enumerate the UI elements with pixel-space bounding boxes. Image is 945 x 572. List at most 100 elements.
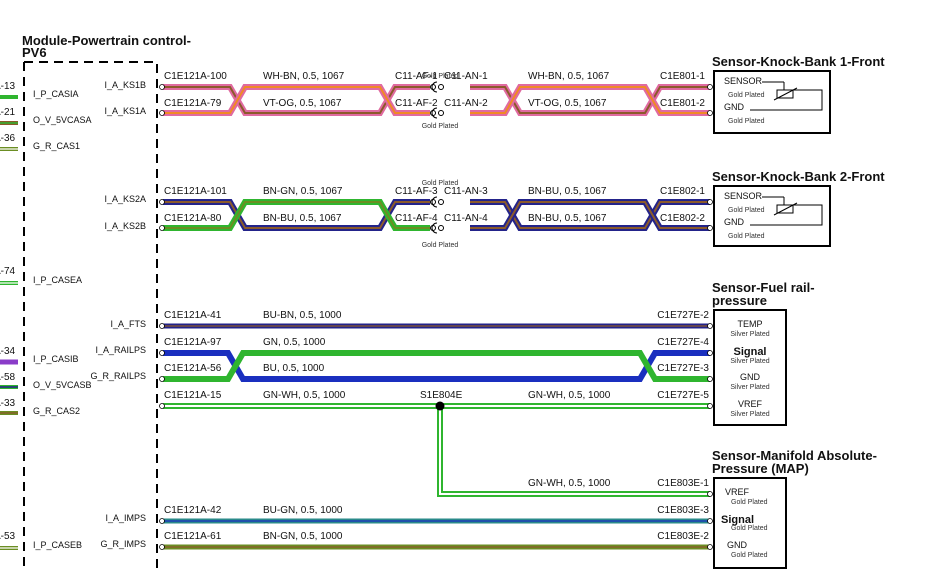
wire-to-label: C1E803E-1 — [657, 478, 709, 489]
module-pin-label: I_P_CASIB — [33, 354, 79, 364]
sensor-pin-plating: Gold Plated — [731, 552, 768, 559]
signal-pin-label: I_A_IMPS — [105, 513, 146, 523]
pin-end — [707, 544, 713, 550]
pin-end — [707, 199, 713, 205]
signal-pin-label: I_A_KS2A — [104, 194, 146, 204]
sensor-pin-name: GND — [740, 372, 761, 382]
connector-pin — [438, 199, 444, 205]
sensor-pin-name: GND — [724, 217, 745, 227]
pin-end — [159, 110, 165, 116]
pin-end — [707, 323, 713, 329]
pin-code: A-53 — [0, 531, 16, 542]
wire-spec-label: BU, 0.5, 1000 — [263, 363, 325, 374]
sensor-pin-name: SENSOR — [724, 191, 763, 201]
connector-socket — [431, 222, 438, 234]
sensor-knock-bank1: Sensor-Knock-Bank 1-Front SENSOR Gold Pl… — [712, 54, 885, 134]
wire-to-label: C1E801-1 — [660, 71, 705, 82]
wire-mid-right: C11-AN-3 — [444, 186, 488, 197]
module-pin-label: I_P_CASEB — [33, 540, 82, 550]
wire-from-label: C1E121A-100 — [164, 71, 227, 82]
pin-code: A-34 — [0, 346, 16, 357]
sensor-pin-plating: Gold Plated — [728, 233, 765, 240]
pin-end — [159, 323, 165, 329]
knock-bank2-wires — [163, 199, 710, 231]
wire-from-label: C1E121A-42 — [164, 505, 222, 516]
sensor-title-line2: Pressure (MAP) — [712, 461, 809, 476]
wire-to-label: C1E803E-3 — [657, 505, 709, 516]
wire-spec-label: VT-OG, 0.5, 1067 — [263, 98, 342, 109]
wire-mid-left: C11-AF-2 — [395, 98, 438, 109]
left-stubs: A-13 A-21 A-36 A-74 A-34 A-58 A-33 A-53 … — [0, 81, 92, 550]
pin-end — [707, 518, 713, 524]
sensor-pin-name: VREF — [725, 487, 750, 497]
wire-bn-gn-stripe — [163, 201, 710, 229]
wire-to-label: C1E803E-2 — [657, 531, 709, 542]
signal-pin-label: G_R_IMPS — [100, 539, 146, 549]
wire-from-label: C1E121A-97 — [164, 337, 222, 348]
plating-label: Gold Plated — [422, 180, 459, 187]
sensor-box — [713, 477, 787, 569]
pin-end — [159, 199, 165, 205]
wire-to-label: C1E727E-5 — [657, 390, 709, 401]
wire-bu — [163, 350, 710, 382]
knock-bank1-wires — [163, 84, 710, 116]
wire-to-label: C1E727E-2 — [657, 310, 709, 321]
sensor-pin-name: SENSOR — [724, 76, 763, 86]
sensor-pin-plating: Silver Plated — [730, 411, 769, 418]
sensor-pin-name: TEMP — [737, 319, 762, 329]
wire-spec-label: GN, 0.5, 1000 — [263, 337, 326, 348]
wire-to-label: C1E802-2 — [660, 213, 705, 224]
module-pin-label: O_V_5VCASB — [33, 380, 92, 390]
wire-gn-wh-branch-stripe — [439, 406, 710, 495]
module-border — [23, 61, 158, 572]
signal-pin-label: I_A_FTS — [110, 319, 146, 329]
wire-gn — [163, 350, 710, 382]
connector-pin — [438, 84, 444, 90]
wire-to-label: C1E727E-3 — [657, 363, 709, 374]
pin-end — [707, 491, 713, 497]
knock-sensor-symbol — [750, 81, 823, 111]
sensor-pin-name: Signal — [721, 514, 754, 526]
pin-end — [159, 544, 165, 550]
pin-end — [707, 403, 713, 409]
wire-labels: C1E121A-100 WH-BN, 0.5, 1067 C11-AF-1 C1… — [164, 71, 709, 542]
wire-from-label: C1E121A-101 — [164, 186, 227, 197]
signal-pin-labels: I_A_KS1B I_A_KS1A I_A_KS2A I_A_KS2B I_A_… — [90, 80, 146, 549]
wire-spec-label: GN-WH, 0.5, 1000 — [528, 390, 611, 401]
connector-pin — [438, 110, 444, 116]
sensor-title-line2: pressure — [712, 293, 767, 308]
pin-end — [159, 350, 165, 356]
wire-spec-label: BN-GN, 0.5, 1067 — [263, 186, 343, 197]
sensor-pin-plating: Gold Plated — [728, 118, 765, 125]
wire-mid-left: C11-AF-1 — [395, 71, 438, 82]
sensor-box — [713, 185, 831, 247]
wire-mid-right: C11-AN-4 — [444, 213, 488, 224]
sensor-title-line1: Sensor-Manifold Absolute- — [712, 448, 877, 463]
module-pin-label: I_P_CASIA — [33, 89, 79, 99]
pin-code: A-21 — [0, 107, 16, 118]
wire-spec-label: BN-BU, 0.5, 1067 — [528, 213, 607, 224]
wire-vt-og-stripe — [163, 86, 710, 114]
wire-spec-label: BN-BU, 0.5, 1067 — [263, 213, 342, 224]
pin-end — [707, 376, 713, 382]
wire-spec-label: WH-BN, 0.5, 1067 — [528, 71, 610, 82]
plating-label: Gold Plated — [422, 123, 459, 130]
pin-code: A-36 — [0, 133, 16, 144]
wire-spec-label: BU-GN, 0.5, 1000 — [263, 505, 343, 516]
sensor-pin-plating: Gold Plated — [728, 92, 765, 99]
pin-end — [159, 518, 165, 524]
wire-spec-label: GN-WH, 0.5, 1000 — [263, 390, 346, 401]
signal-pin-label: I_A_KS1B — [104, 80, 146, 90]
pin-code: A-58 — [0, 372, 16, 383]
sensor-title: Sensor-Knock-Bank 2-Front — [712, 169, 885, 184]
pin-end — [707, 110, 713, 116]
pin-code: A-13 — [0, 81, 16, 92]
sensor-pin-plating: Silver Plated — [730, 384, 769, 391]
sensor-title: Sensor-Knock-Bank 1-Front — [712, 54, 885, 69]
pin-ends — [159, 84, 713, 550]
plating-label: Gold Plated — [422, 242, 459, 249]
fuel-rail-wires — [163, 323, 710, 497]
wire-to-label: C1E802-1 — [660, 186, 705, 197]
signal-pin-label: I_A_RAILPS — [95, 345, 146, 355]
